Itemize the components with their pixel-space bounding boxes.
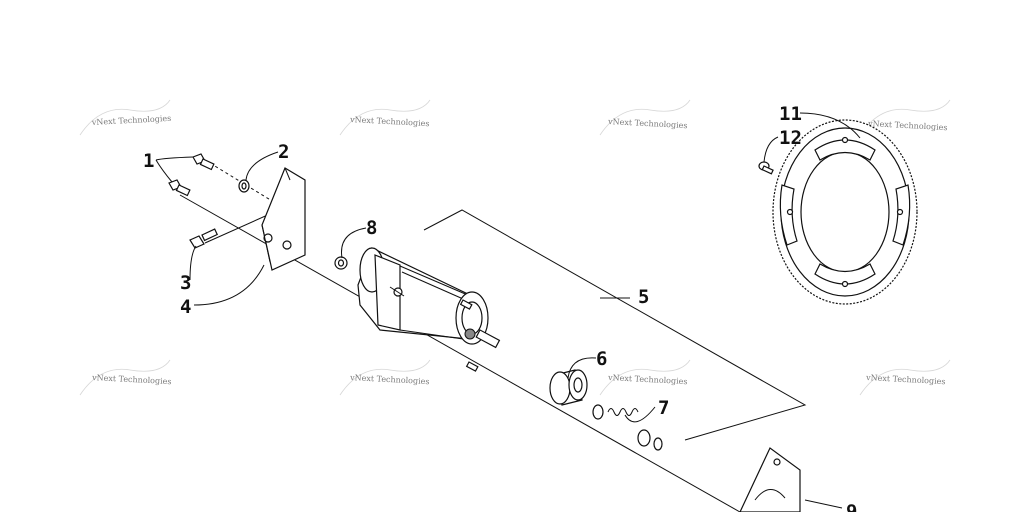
bolt-upper bbox=[192, 153, 215, 171]
ring-gear bbox=[772, 119, 918, 305]
watermark-7: vNext Technologies bbox=[599, 359, 691, 396]
watermark-8: vNext Technologies bbox=[859, 359, 951, 396]
callout-11: 11 bbox=[779, 103, 802, 125]
callout-7: 7 bbox=[658, 397, 669, 419]
group-bracket-5 bbox=[423, 209, 807, 441]
watermark-3: vNext Technologies bbox=[599, 99, 691, 136]
svg-text:vNext Technologies: vNext Technologies bbox=[349, 115, 430, 128]
starter-motor bbox=[357, 247, 501, 372]
leader-lines bbox=[155, 112, 861, 509]
callout-4: 4 bbox=[180, 296, 191, 318]
starter-drive bbox=[549, 369, 588, 406]
svg-text:vNext Technologies: vNext Technologies bbox=[349, 373, 430, 386]
callout-9: 9 bbox=[846, 501, 857, 512]
mounting-bracket bbox=[261, 167, 306, 271]
nut bbox=[334, 256, 348, 270]
bolt-flange bbox=[189, 228, 219, 249]
watermark-group: vNext Technologies vNext Technologies vN… bbox=[79, 99, 951, 396]
svg-text:vNext Technologies: vNext Technologies bbox=[607, 117, 688, 130]
svg-text:vNext Technologies: vNext Technologies bbox=[91, 114, 172, 127]
callout-8: 8 bbox=[366, 217, 377, 239]
callout-12: 12 bbox=[779, 127, 802, 149]
lower-housing bbox=[739, 447, 801, 512]
callout-6: 6 bbox=[596, 348, 607, 370]
watermark-5: vNext Technologies bbox=[79, 359, 172, 396]
svg-text:vNext Technologies: vNext Technologies bbox=[867, 119, 948, 132]
callout-5: 5 bbox=[638, 286, 649, 308]
watermark-2: vNext Technologies bbox=[339, 99, 431, 136]
spring-kit bbox=[592, 404, 663, 451]
svg-text:vNext Technologies: vNext Technologies bbox=[91, 373, 172, 386]
callout-1: 1 bbox=[143, 150, 154, 172]
watermark-1: vNext Technologies bbox=[79, 99, 172, 136]
svg-text:vNext Technologies: vNext Technologies bbox=[607, 373, 688, 386]
callout-3: 3 bbox=[180, 272, 191, 294]
watermark-6: vNext Technologies bbox=[339, 359, 431, 396]
watermark-4: vNext Technologies bbox=[859, 99, 951, 136]
gear-screw bbox=[758, 161, 774, 175]
washer bbox=[238, 179, 250, 193]
assembly-axis-line bbox=[179, 194, 741, 512]
svg-text:vNext Technologies: vNext Technologies bbox=[865, 373, 946, 386]
callout-2: 2 bbox=[278, 141, 289, 163]
bolt-lower bbox=[168, 179, 191, 197]
